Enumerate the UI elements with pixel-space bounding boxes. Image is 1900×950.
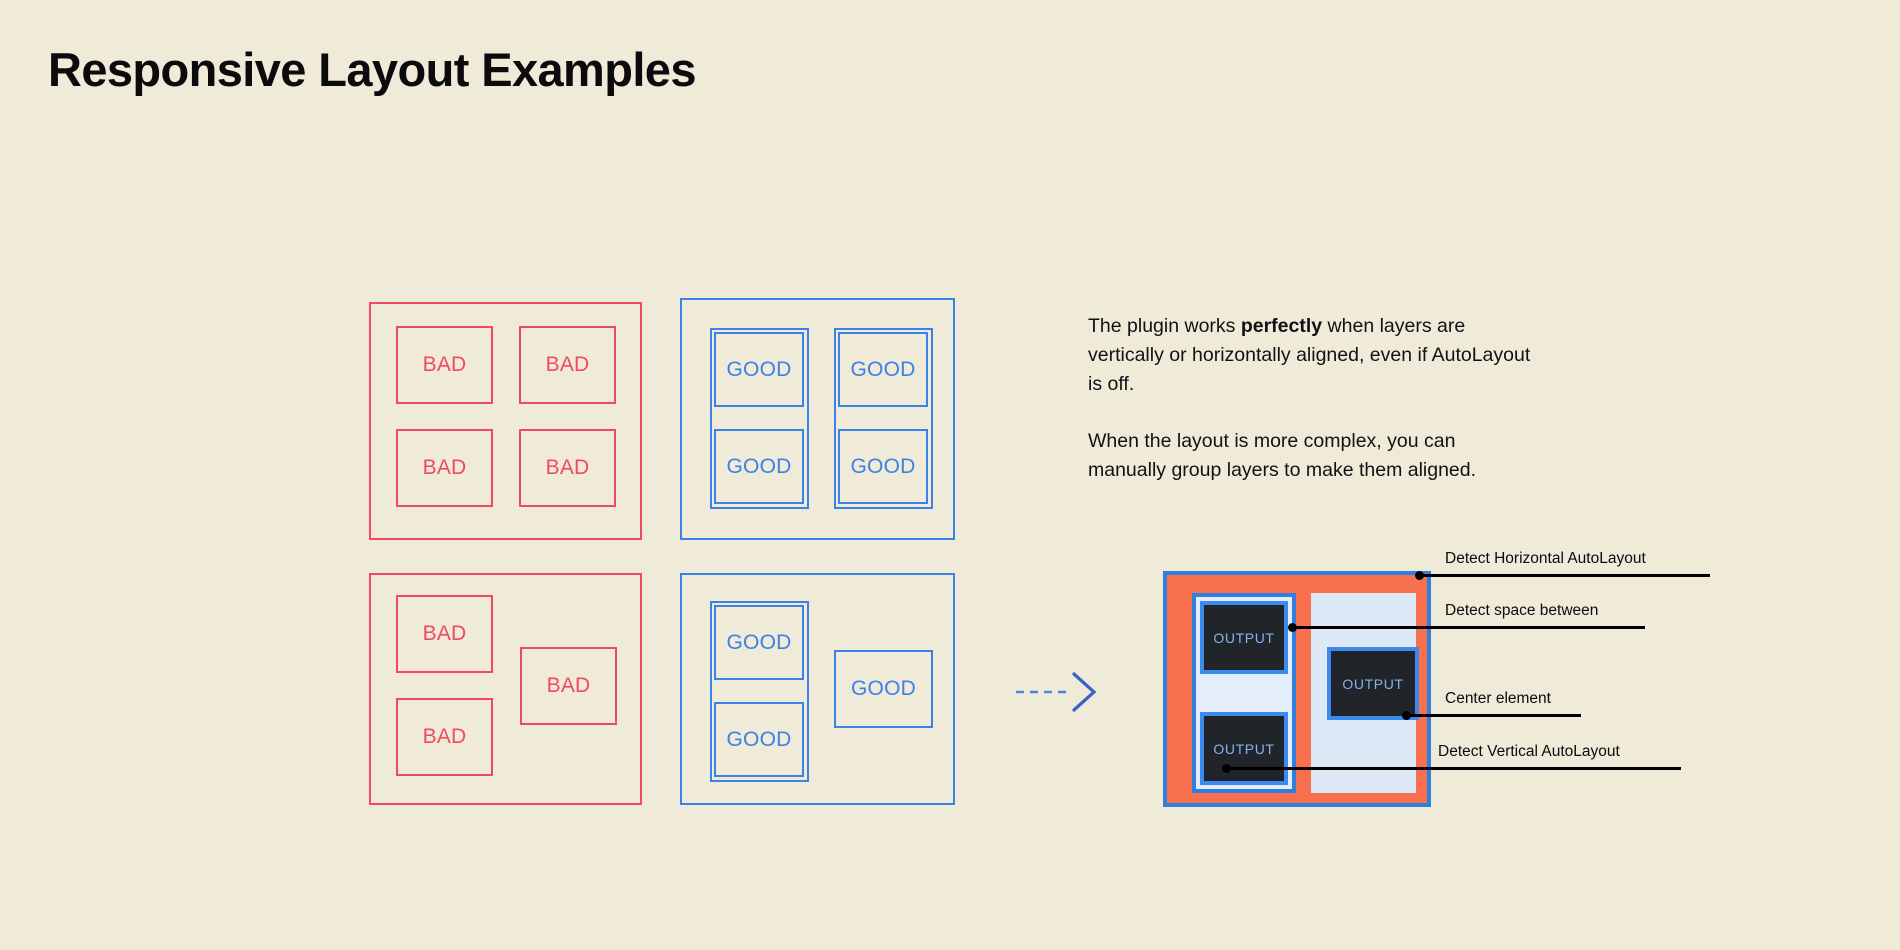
bad-cell: BAD bbox=[396, 595, 493, 673]
vertical-autolayout-group: OUTPUT OUTPUT bbox=[1192, 593, 1296, 793]
description-paragraph-1: The plugin works perfectly when layers a… bbox=[1088, 312, 1538, 399]
vertical-group-frame: GOOD GOOD bbox=[710, 601, 809, 782]
bad-cell: BAD bbox=[396, 326, 493, 404]
desc-p1-part-b: when layers are vertically or horizontal… bbox=[1088, 315, 1531, 395]
bad-cell: BAD bbox=[519, 326, 616, 404]
good-cell: GOOD bbox=[714, 702, 804, 777]
callout-leader-line bbox=[1419, 574, 1449, 577]
description-block: The plugin works perfectly when layers a… bbox=[1088, 312, 1538, 485]
callout-underline bbox=[1438, 767, 1681, 770]
good-cell: GOOD bbox=[714, 605, 804, 680]
good-cell: GOOD bbox=[714, 332, 804, 407]
description-paragraph-2: When the layout is more complex, you can… bbox=[1088, 430, 1477, 481]
detection-diagram: OUTPUT OUTPUT OUTPUT bbox=[1163, 571, 1431, 807]
vertical-group-frame: GOOD GOOD bbox=[834, 328, 933, 509]
bad-cell: BAD bbox=[520, 647, 617, 725]
callout-underline bbox=[1445, 626, 1645, 629]
bad-cell: BAD bbox=[396, 429, 493, 507]
page-title: Responsive Layout Examples bbox=[48, 43, 696, 96]
arrow-right-dashed-icon bbox=[1016, 672, 1097, 712]
bad-grid-panel: BAD BAD BAD BAD bbox=[369, 302, 642, 540]
desc-p1-part-a: The plugin works bbox=[1088, 315, 1241, 337]
output-box: OUTPUT bbox=[1200, 601, 1288, 674]
good-cell-standalone: GOOD bbox=[834, 650, 933, 728]
good-offset-panel: GOOD GOOD GOOD bbox=[680, 573, 955, 805]
bad-offset-panel: BAD BAD BAD bbox=[369, 573, 642, 805]
callout-underline bbox=[1445, 714, 1581, 717]
vertical-group-frame: GOOD GOOD bbox=[710, 328, 809, 509]
callout-leader-line bbox=[1226, 767, 1442, 770]
callout-underline bbox=[1445, 574, 1710, 577]
bad-cell: BAD bbox=[396, 698, 493, 776]
callout-leader-line bbox=[1292, 626, 1449, 629]
desc-p1-emphasis: perfectly bbox=[1240, 315, 1323, 337]
callout-label: Detect Horizontal AutoLayout bbox=[1445, 550, 1646, 567]
good-grid-panel: GOOD GOOD GOOD GOOD bbox=[680, 298, 955, 540]
output-box-centered: OUTPUT bbox=[1327, 647, 1419, 720]
output-box: OUTPUT bbox=[1200, 712, 1288, 785]
callout-label: Detect space between bbox=[1445, 602, 1599, 619]
good-cell: GOOD bbox=[714, 429, 804, 504]
good-cell: GOOD bbox=[838, 429, 928, 504]
callout-leader-line bbox=[1406, 714, 1449, 717]
good-cell: GOOD bbox=[838, 332, 928, 407]
bad-cell: BAD bbox=[519, 429, 616, 507]
callout-label: Center element bbox=[1445, 690, 1551, 707]
callout-label: Detect Vertical AutoLayout bbox=[1438, 743, 1620, 760]
